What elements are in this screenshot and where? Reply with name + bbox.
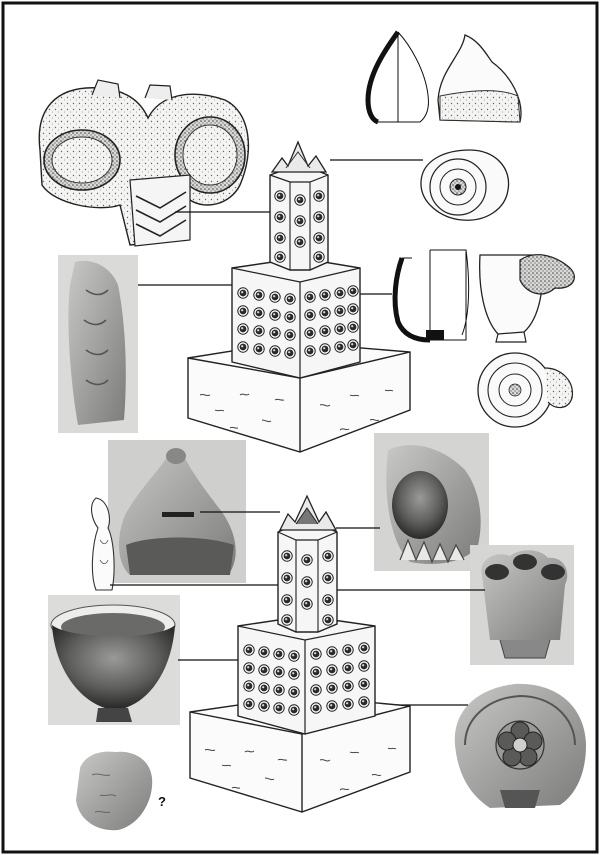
bowl-photo [48,595,180,725]
studded-square-block-lower [238,616,375,734]
studded-square-block [232,258,360,378]
rosette-flower [496,721,544,769]
studded-hexagonal-pillar-lower [278,524,337,632]
question-mark: ? [158,794,166,809]
rosette-fragment-photo [455,684,586,808]
studded-hexagonal-pillar [270,168,328,270]
carved-fragment-photo [58,255,138,433]
multi-spout-vessel-photo [470,545,574,665]
